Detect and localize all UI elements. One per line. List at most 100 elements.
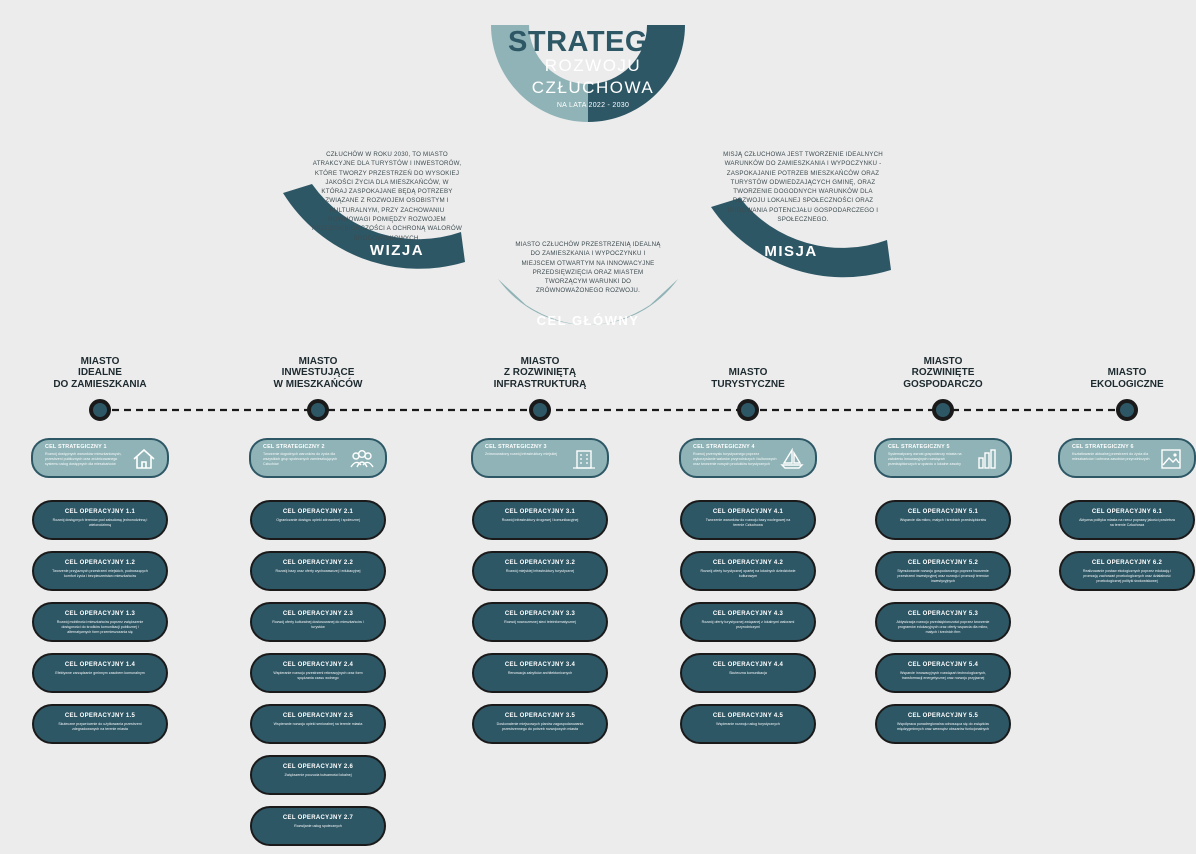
pillar-title-line: GOSPODARCZO [903,378,983,390]
operational-goal-desc: Renowacja zabytków architektonicznych [507,671,573,675]
operational-goal-label: CEL OPERACYJNY 1.1 [64,509,136,515]
operational-goal-label: CEL OPERACYJNY 4.1 [712,509,784,515]
operational-goal-desc: Tworzenie warunków do rozwoju bazy nocle… [705,518,791,527]
pillar-title-line: IDEALNE [78,367,122,378]
strategic-goal-label: CEL STRATEGICZNY 3 [485,444,547,450]
landscape-picture-icon [1158,448,1184,470]
timeline-node [89,399,111,421]
operational-goal-label: CEL OPERACYJNY 5.1 [907,509,979,515]
timeline-line [100,408,1127,412]
operational-goal-label: CEL OPERACYJNY 2.6 [282,764,354,770]
people-icon [349,448,375,470]
timeline-node [307,399,329,421]
strategic-goal-label: CEL STRATEGICZNY 2 [263,444,325,450]
operational-goal-desc: Efektywne zarządzanie gminnym zasobem ko… [55,671,145,675]
page-subtitle-1: ROZWOJU [544,56,642,75]
operational-goal-desc: Rozwój oferty turystycznej opartej na lo… [700,569,796,578]
header-graphics [283,25,891,326]
operational-goal-desc: Rozwój infrastruktury drogowej i komunik… [501,518,579,522]
operational-goal-label: CEL OPERACYJNY 5.3 [907,611,979,617]
operational-goal-label: CEL OPERACYJNY 4.2 [712,560,784,566]
building-icon [571,448,597,470]
strategic-goal-desc: Rozwój przemysłu turystycznego poprzez w… [693,452,777,466]
operational-goal-desc: Rozwój miejskiej infrastruktury turystyc… [505,569,575,573]
pillar-title-line: INWESTUJĄCE [281,367,355,378]
sailboat-icon [779,447,805,470]
operational-goal-desc: Współpraca ponadregionalna odnosząca się… [896,722,990,731]
operational-goal-desc: Stymulowanie rozwoju gospodarczego poprz… [897,569,989,583]
operational-goal-label: CEL OPERACYJNY 1.3 [64,611,136,617]
pillar-title-line: INFRASTRUKTURĄ [493,378,587,390]
title-arc-right [588,25,685,122]
pillar-title-line: Z ROZWINIĘTĄ [503,367,577,378]
operational-goal-desc: Wspieranie rozwoju przestrzeni rekreacyj… [273,671,363,680]
operational-goal-label: CEL OPERACYJNY 1.2 [64,560,136,566]
bar-chart-icon [974,448,1000,470]
strategic-goal-label: CEL STRATEGICZNY 1 [45,444,107,450]
operational-goal-label: CEL OPERACYJNY 3.4 [504,662,576,668]
operational-goal-label: CEL OPERACYJNY 2.5 [282,713,354,719]
operational-goal-label: CEL OPERACYJNY 5.4 [907,662,979,668]
operational-goal-desc: Rozwój dostępnych terenów pod zabudowę j… [52,518,148,527]
operational-goal-desc: Tworzenie przyjaznych przestrzeni miejsk… [52,569,148,578]
pillar-title-line: DO ZAMIESZKANIA [53,378,147,390]
operational-goal-label: CEL OPERACYJNY 3.1 [504,509,576,515]
operational-goal-label: CEL OPERACYJNY 6.2 [1091,560,1163,566]
operational-goal-desc: Wsparcie dla mikro, małych i średnich pr… [899,518,987,522]
operational-goal-label: CEL OPERACYJNY 5.2 [907,560,979,566]
page-subtitle-2: CZŁUCHOWA [531,78,655,97]
operational-goal-label: CEL OPERACYJNY 4.4 [712,662,784,668]
pillar-title-line: MIASTO [80,355,120,367]
strategic-goal-desc: Systematyczny wzrost gospodarczy miasta … [888,452,962,466]
operational-goal-label: CEL OPERACYJNY 6.1 [1091,509,1163,515]
operational-goal-desc: Rozwój oferty kulturalnej dostosowanej d… [272,620,364,629]
operational-goal-label: CEL OPERACYJNY 2.1 [282,509,354,515]
operational-goal-desc: Rozwijanie usług społecznych [294,824,342,828]
operational-goal-label: CEL OPERACYJNY 2.7 [282,815,354,821]
operational-goal-label: CEL OPERACYJNY 2.3 [282,611,354,617]
operational-goal-desc: Realizowanie postaw ekologicznych poprze… [1082,569,1172,583]
page-years: NA LATA 2022 - 2030 [556,102,630,109]
